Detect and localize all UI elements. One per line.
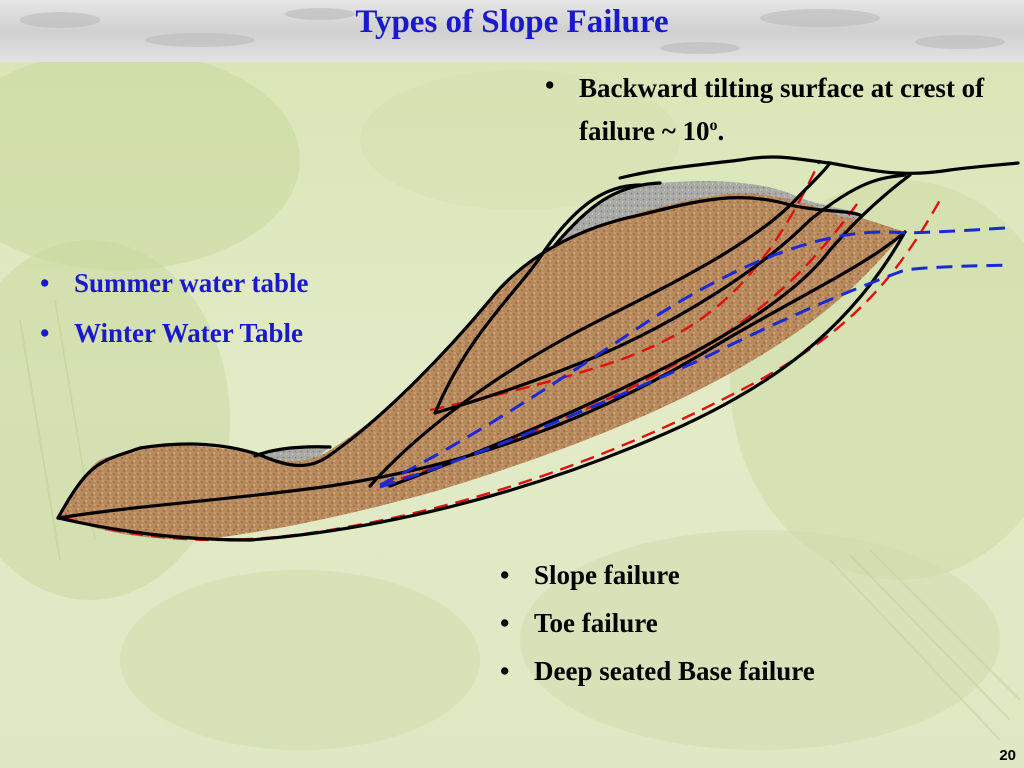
winter-water-table-line xyxy=(379,263,1011,489)
scarp-line-1 xyxy=(433,183,642,415)
failure-types-list: • Slope failure • Toe failure • Deep seated… xyxy=(500,551,815,695)
slide-number: 20 xyxy=(999,747,1016,764)
list-item: • Summer water table xyxy=(40,258,308,308)
bullet-glyph: • xyxy=(500,560,510,590)
title-banner xyxy=(0,0,1024,62)
list-item: • Deep seated Base failure xyxy=(500,647,815,695)
crest-rock-outline xyxy=(553,181,662,247)
scarp-line-3 xyxy=(433,173,907,415)
water-table-list: • Summer water table • Winter Water Table xyxy=(40,258,308,358)
bullet-glyph: • xyxy=(545,70,555,100)
water-table-label: Summer water table xyxy=(74,268,309,298)
bullet-glyph: • xyxy=(40,268,50,298)
crest-note-body: Backward tilting surface at crest of fai… xyxy=(579,73,985,146)
ground-surface-line xyxy=(56,196,862,520)
slide-title: Types of Slope Failure xyxy=(355,4,669,40)
rock-cap-toe xyxy=(255,447,330,472)
summer-water-table-line xyxy=(379,226,1006,487)
bullet-glyph: • xyxy=(40,318,50,348)
lower-base-line xyxy=(56,230,907,542)
failure-type-label: Slope failure xyxy=(534,560,680,590)
failure-type-label: Toe failure xyxy=(534,608,658,638)
failure-type-label: Deep seated Base failure xyxy=(534,656,815,686)
crest-note: • Backward tilting surface at crest of f… xyxy=(545,70,995,150)
list-item: • Winter Water Table xyxy=(40,308,308,358)
toe-rock-outline xyxy=(253,445,332,458)
list-item: • Toe failure xyxy=(500,599,815,647)
water-table-label: Winter Water Table xyxy=(74,318,304,348)
scarp-line-2 xyxy=(368,161,832,488)
crest-note-text: Backward tilting surface at crest of fai… xyxy=(545,70,995,150)
crest-note-suffix: . xyxy=(717,116,725,146)
degree-superscript: o xyxy=(709,117,718,134)
bullet-glyph: • xyxy=(500,656,510,686)
bullet-glyph: • xyxy=(500,608,510,638)
base-line xyxy=(56,230,907,520)
soil-mass xyxy=(60,193,905,540)
list-item: • Slope failure xyxy=(500,551,815,599)
